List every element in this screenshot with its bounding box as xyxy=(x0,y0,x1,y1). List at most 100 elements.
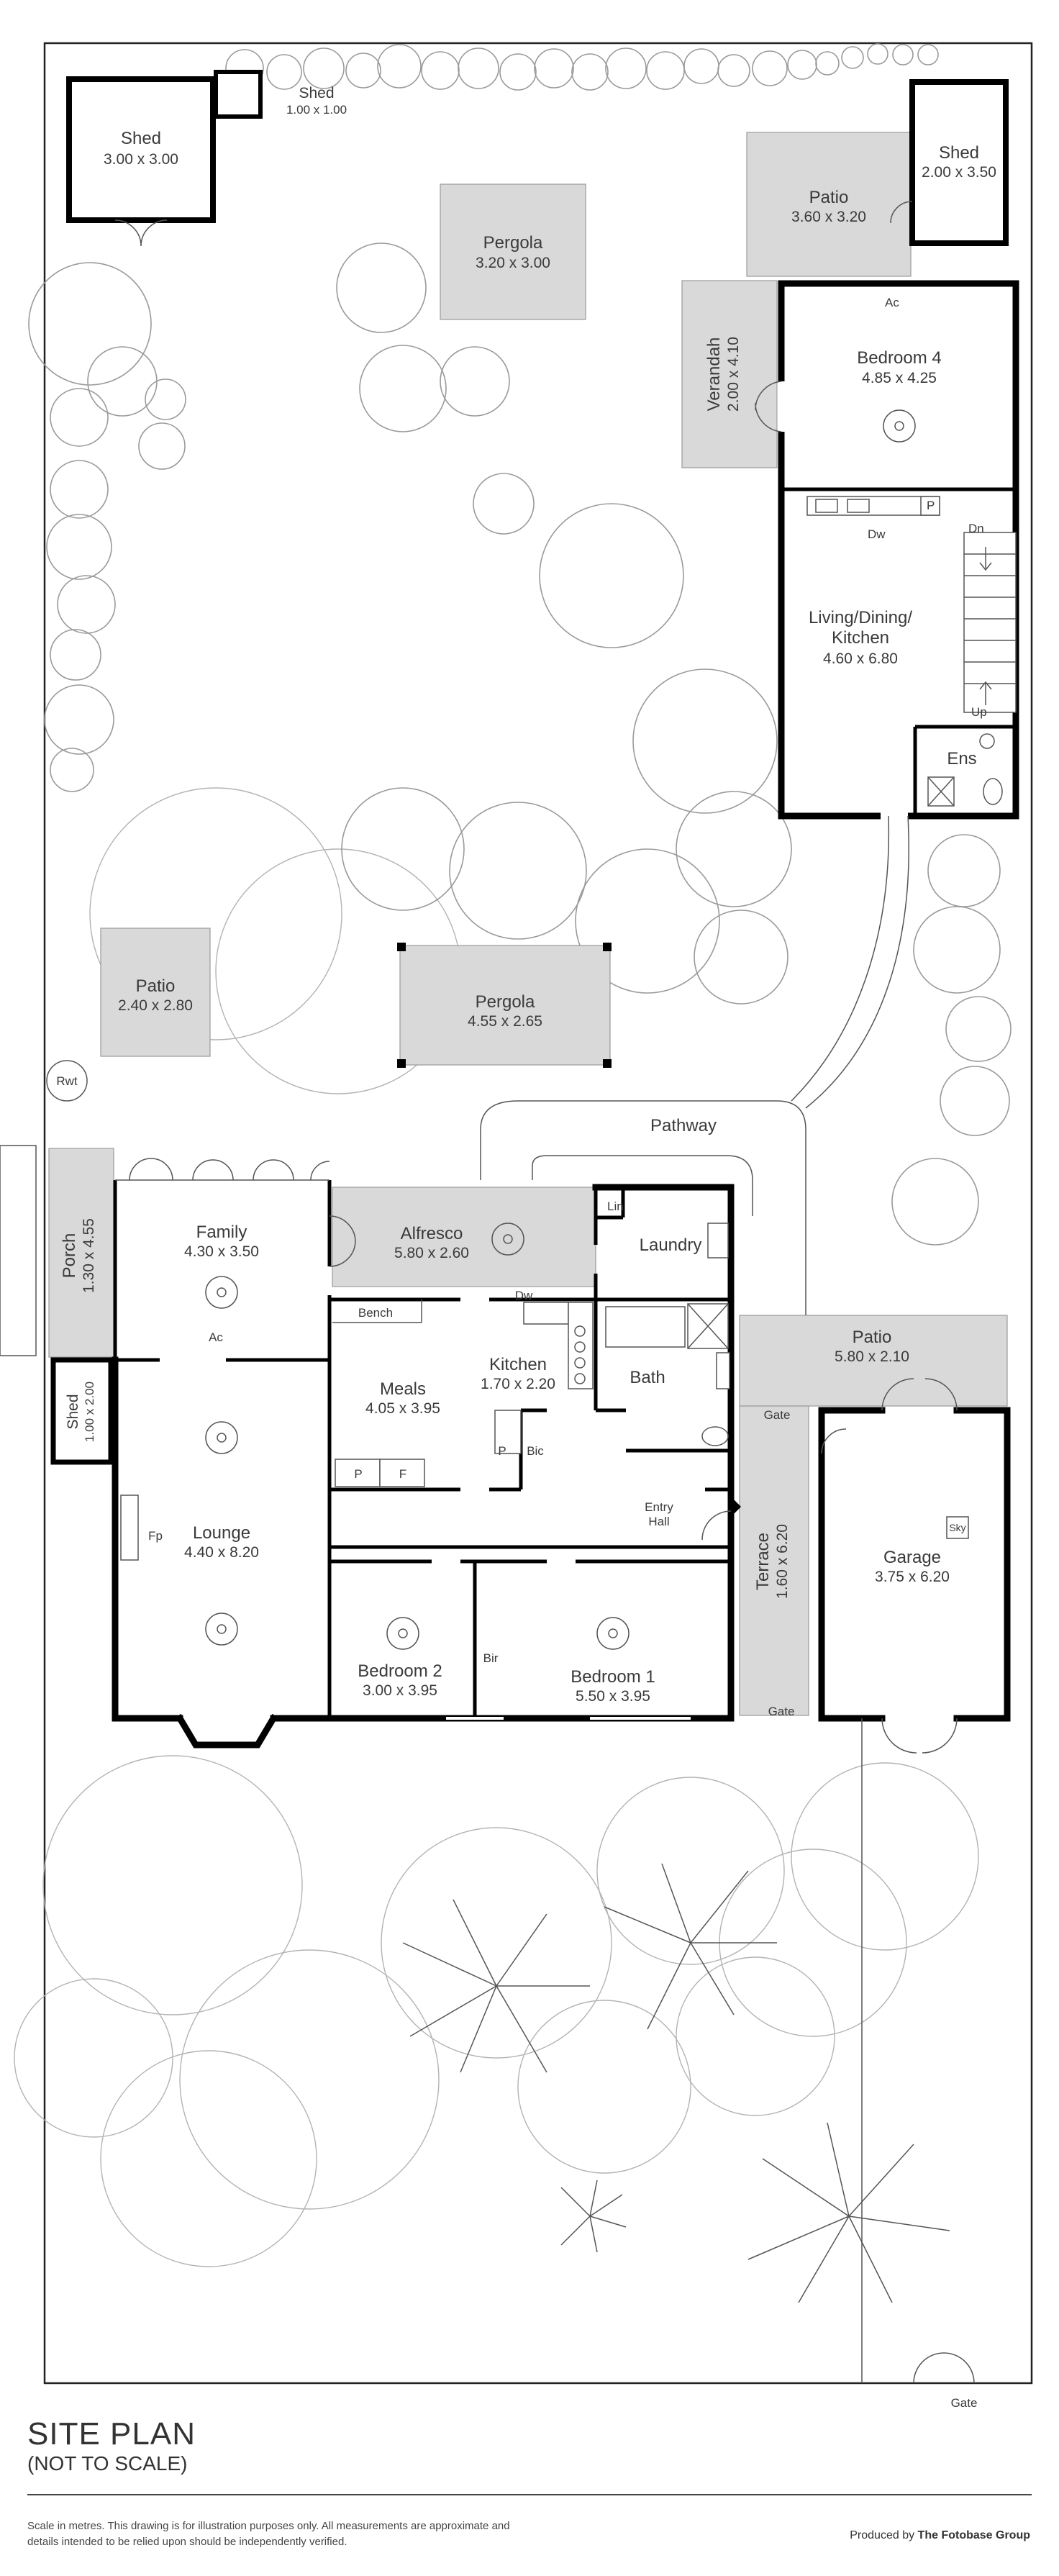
svg-text:Gate: Gate xyxy=(764,1408,791,1422)
alfresco: Alfresco 5.80 x 2.60 xyxy=(394,1224,469,1261)
shed-ne: Shed 2.00 x 3.50 xyxy=(890,79,1009,246)
svg-text:Laundry: Laundry xyxy=(640,1235,702,1255)
svg-text:1.00 x 2.00: 1.00 x 2.00 xyxy=(83,1382,96,1442)
svg-text:Bath: Bath xyxy=(630,1368,665,1387)
svg-text:2.00 x 3.50: 2.00 x 3.50 xyxy=(922,164,996,181)
property-boundary xyxy=(43,42,1033,2385)
svg-text:Fp: Fp xyxy=(148,1529,163,1543)
svg-text:3.00 x 3.95: 3.00 x 3.95 xyxy=(363,1682,437,1699)
svg-text:2.40 x 2.80: 2.40 x 2.80 xyxy=(118,997,193,1014)
svg-text:1.00 x 1.00: 1.00 x 1.00 xyxy=(286,103,347,117)
svg-text:Pergola: Pergola xyxy=(476,992,535,1012)
svg-text:Patio: Patio xyxy=(136,976,176,996)
patio-ne: Patio 3.60 x 3.20 xyxy=(746,132,912,277)
neighbour-structure xyxy=(0,1145,37,1356)
svg-text:Pathway: Pathway xyxy=(650,1116,717,1135)
svg-text:Entry: Entry xyxy=(645,1500,673,1514)
svg-text:1.60 x 6.20: 1.60 x 6.20 xyxy=(774,1524,791,1599)
producer-name: The Fotobase Group xyxy=(917,2529,1030,2541)
svg-text:Patio: Patio xyxy=(853,1328,892,1347)
producer-credit: Produced by The Fotobase Group xyxy=(850,2529,1030,2542)
bedroom-4: Bedroom 4 4.85 x 4.25 Ac xyxy=(857,296,941,386)
house-walls xyxy=(112,1179,735,1749)
family-room: Family 4.30 x 3.50 Ac xyxy=(184,1223,259,1344)
svg-text:3.20 x 3.00: 3.20 x 3.00 xyxy=(476,255,550,271)
svg-text:1.70 x 2.20: 1.70 x 2.20 xyxy=(481,1376,555,1392)
shed-small: Shed 1.00 x 1.00 xyxy=(214,70,347,119)
svg-text:Shed: Shed xyxy=(939,143,979,163)
svg-text:4.60 x 6.80: 4.60 x 6.80 xyxy=(823,650,898,667)
svg-text:1.30 x 4.55: 1.30 x 4.55 xyxy=(81,1218,97,1293)
svg-text:Family: Family xyxy=(196,1223,247,1242)
svg-text:Terrace: Terrace xyxy=(753,1533,773,1590)
svg-text:Kitchen: Kitchen xyxy=(832,628,889,648)
svg-text:Porch: Porch xyxy=(60,1233,79,1279)
pergola-middle: Pergola 4.55 x 2.65 xyxy=(397,943,612,1068)
plan-subtitle: (NOT TO SCALE) xyxy=(27,2452,188,2475)
garage: Garage 3.75 x 6.20 Sky xyxy=(875,1522,966,1585)
kitchen: Kitchen 1.70 x 2.20 Dw P Bic xyxy=(481,1289,555,1458)
svg-text:Sky: Sky xyxy=(949,1522,965,1533)
svg-text:Hall: Hall xyxy=(648,1515,669,1528)
svg-text:Lin: Lin xyxy=(607,1199,624,1213)
verandah: Verandah 2.00 x 4.10 xyxy=(681,280,778,468)
svg-text:Dw: Dw xyxy=(515,1289,533,1302)
svg-text:Ens: Ens xyxy=(947,749,976,768)
living-dining-kitchen: Living/Dining/ Kitchen 4.60 x 6.80 Dw P … xyxy=(809,499,987,719)
star-tree xyxy=(402,1863,950,2303)
svg-text:Bench: Bench xyxy=(358,1306,393,1320)
patio-west: Patio 2.40 x 2.80 xyxy=(100,928,211,1057)
svg-text:Up: Up xyxy=(971,705,987,719)
flat-structure xyxy=(755,280,1019,820)
svg-text:Meals: Meals xyxy=(380,1379,426,1399)
svg-text:Verandah: Verandah xyxy=(704,337,724,412)
svg-text:4.85 x 4.25: 4.85 x 4.25 xyxy=(862,370,937,386)
house-fixtures xyxy=(120,1158,741,1720)
front-gate: Gate xyxy=(913,2352,977,2410)
svg-text:Bedroom 2: Bedroom 2 xyxy=(358,1661,442,1681)
rainwater-tank: Rwt xyxy=(46,1060,88,1102)
svg-text:5.80 x 2.60: 5.80 x 2.60 xyxy=(394,1245,469,1261)
svg-text:P: P xyxy=(354,1467,362,1481)
svg-text:5.80 x 2.10: 5.80 x 2.10 xyxy=(835,1348,909,1365)
svg-text:Garage: Garage xyxy=(883,1548,941,1567)
svg-text:Alfresco: Alfresco xyxy=(401,1224,463,1243)
meals: Meals 4.05 x 3.95 Bench P F xyxy=(354,1306,440,1481)
patio-se: Patio 5.80 x 2.10 xyxy=(835,1328,909,1365)
svg-text:Ac: Ac xyxy=(209,1330,223,1344)
svg-text:3.00 x 3.00: 3.00 x 3.00 xyxy=(104,151,178,168)
svg-text:4.40 x 8.20: 4.40 x 8.20 xyxy=(184,1544,259,1561)
svg-text:Bedroom 4: Bedroom 4 xyxy=(857,348,941,368)
plan-title: SITE PLAN xyxy=(27,2416,196,2452)
svg-text:Kitchen: Kitchen xyxy=(489,1355,547,1374)
svg-text:Dw: Dw xyxy=(868,527,886,541)
shed-nw: Shed 3.00 x 3.00 xyxy=(66,76,216,247)
svg-text:Shed: Shed xyxy=(299,85,334,101)
svg-text:Bedroom 1: Bedroom 1 xyxy=(571,1667,655,1687)
pergola-top: Pergola 3.20 x 3.00 xyxy=(440,183,586,320)
bedroom-1: Bedroom 1 5.50 x 3.95 Bir xyxy=(483,1651,655,1705)
bath: Bath xyxy=(630,1368,665,1387)
svg-text:3.75 x 6.20: 3.75 x 6.20 xyxy=(875,1569,950,1585)
alfresco-floor xyxy=(332,1187,596,1287)
svg-text:4.05 x 3.95: 4.05 x 3.95 xyxy=(365,1400,440,1417)
porch: Porch 1.30 x 4.55 xyxy=(48,1148,114,1358)
flat-path xyxy=(791,815,909,1109)
svg-text:F: F xyxy=(399,1467,406,1481)
laundry: Laundry Lin xyxy=(607,1199,701,1255)
patio-se-floor xyxy=(739,1315,1008,1407)
svg-text:Gate: Gate xyxy=(768,1705,795,1718)
svg-text:4.30 x 3.50: 4.30 x 3.50 xyxy=(184,1243,259,1260)
svg-text:P: P xyxy=(498,1444,506,1458)
producer-prefix: Produced by xyxy=(850,2529,915,2541)
ensuite: Ens xyxy=(947,749,976,768)
svg-text:3.60 x 3.20: 3.60 x 3.20 xyxy=(791,209,866,225)
svg-text:5.50 x 3.95: 5.50 x 3.95 xyxy=(576,1688,650,1705)
svg-text:Lounge: Lounge xyxy=(193,1523,250,1543)
svg-text:Patio: Patio xyxy=(809,188,849,207)
bedroom-2: Bedroom 2 3.00 x 3.95 xyxy=(358,1661,442,1699)
svg-text:Shed: Shed xyxy=(121,129,161,148)
footer-divider xyxy=(27,2494,1032,2495)
terrace: Terrace 1.60 x 6.20 Gate Gate xyxy=(753,1408,794,1718)
